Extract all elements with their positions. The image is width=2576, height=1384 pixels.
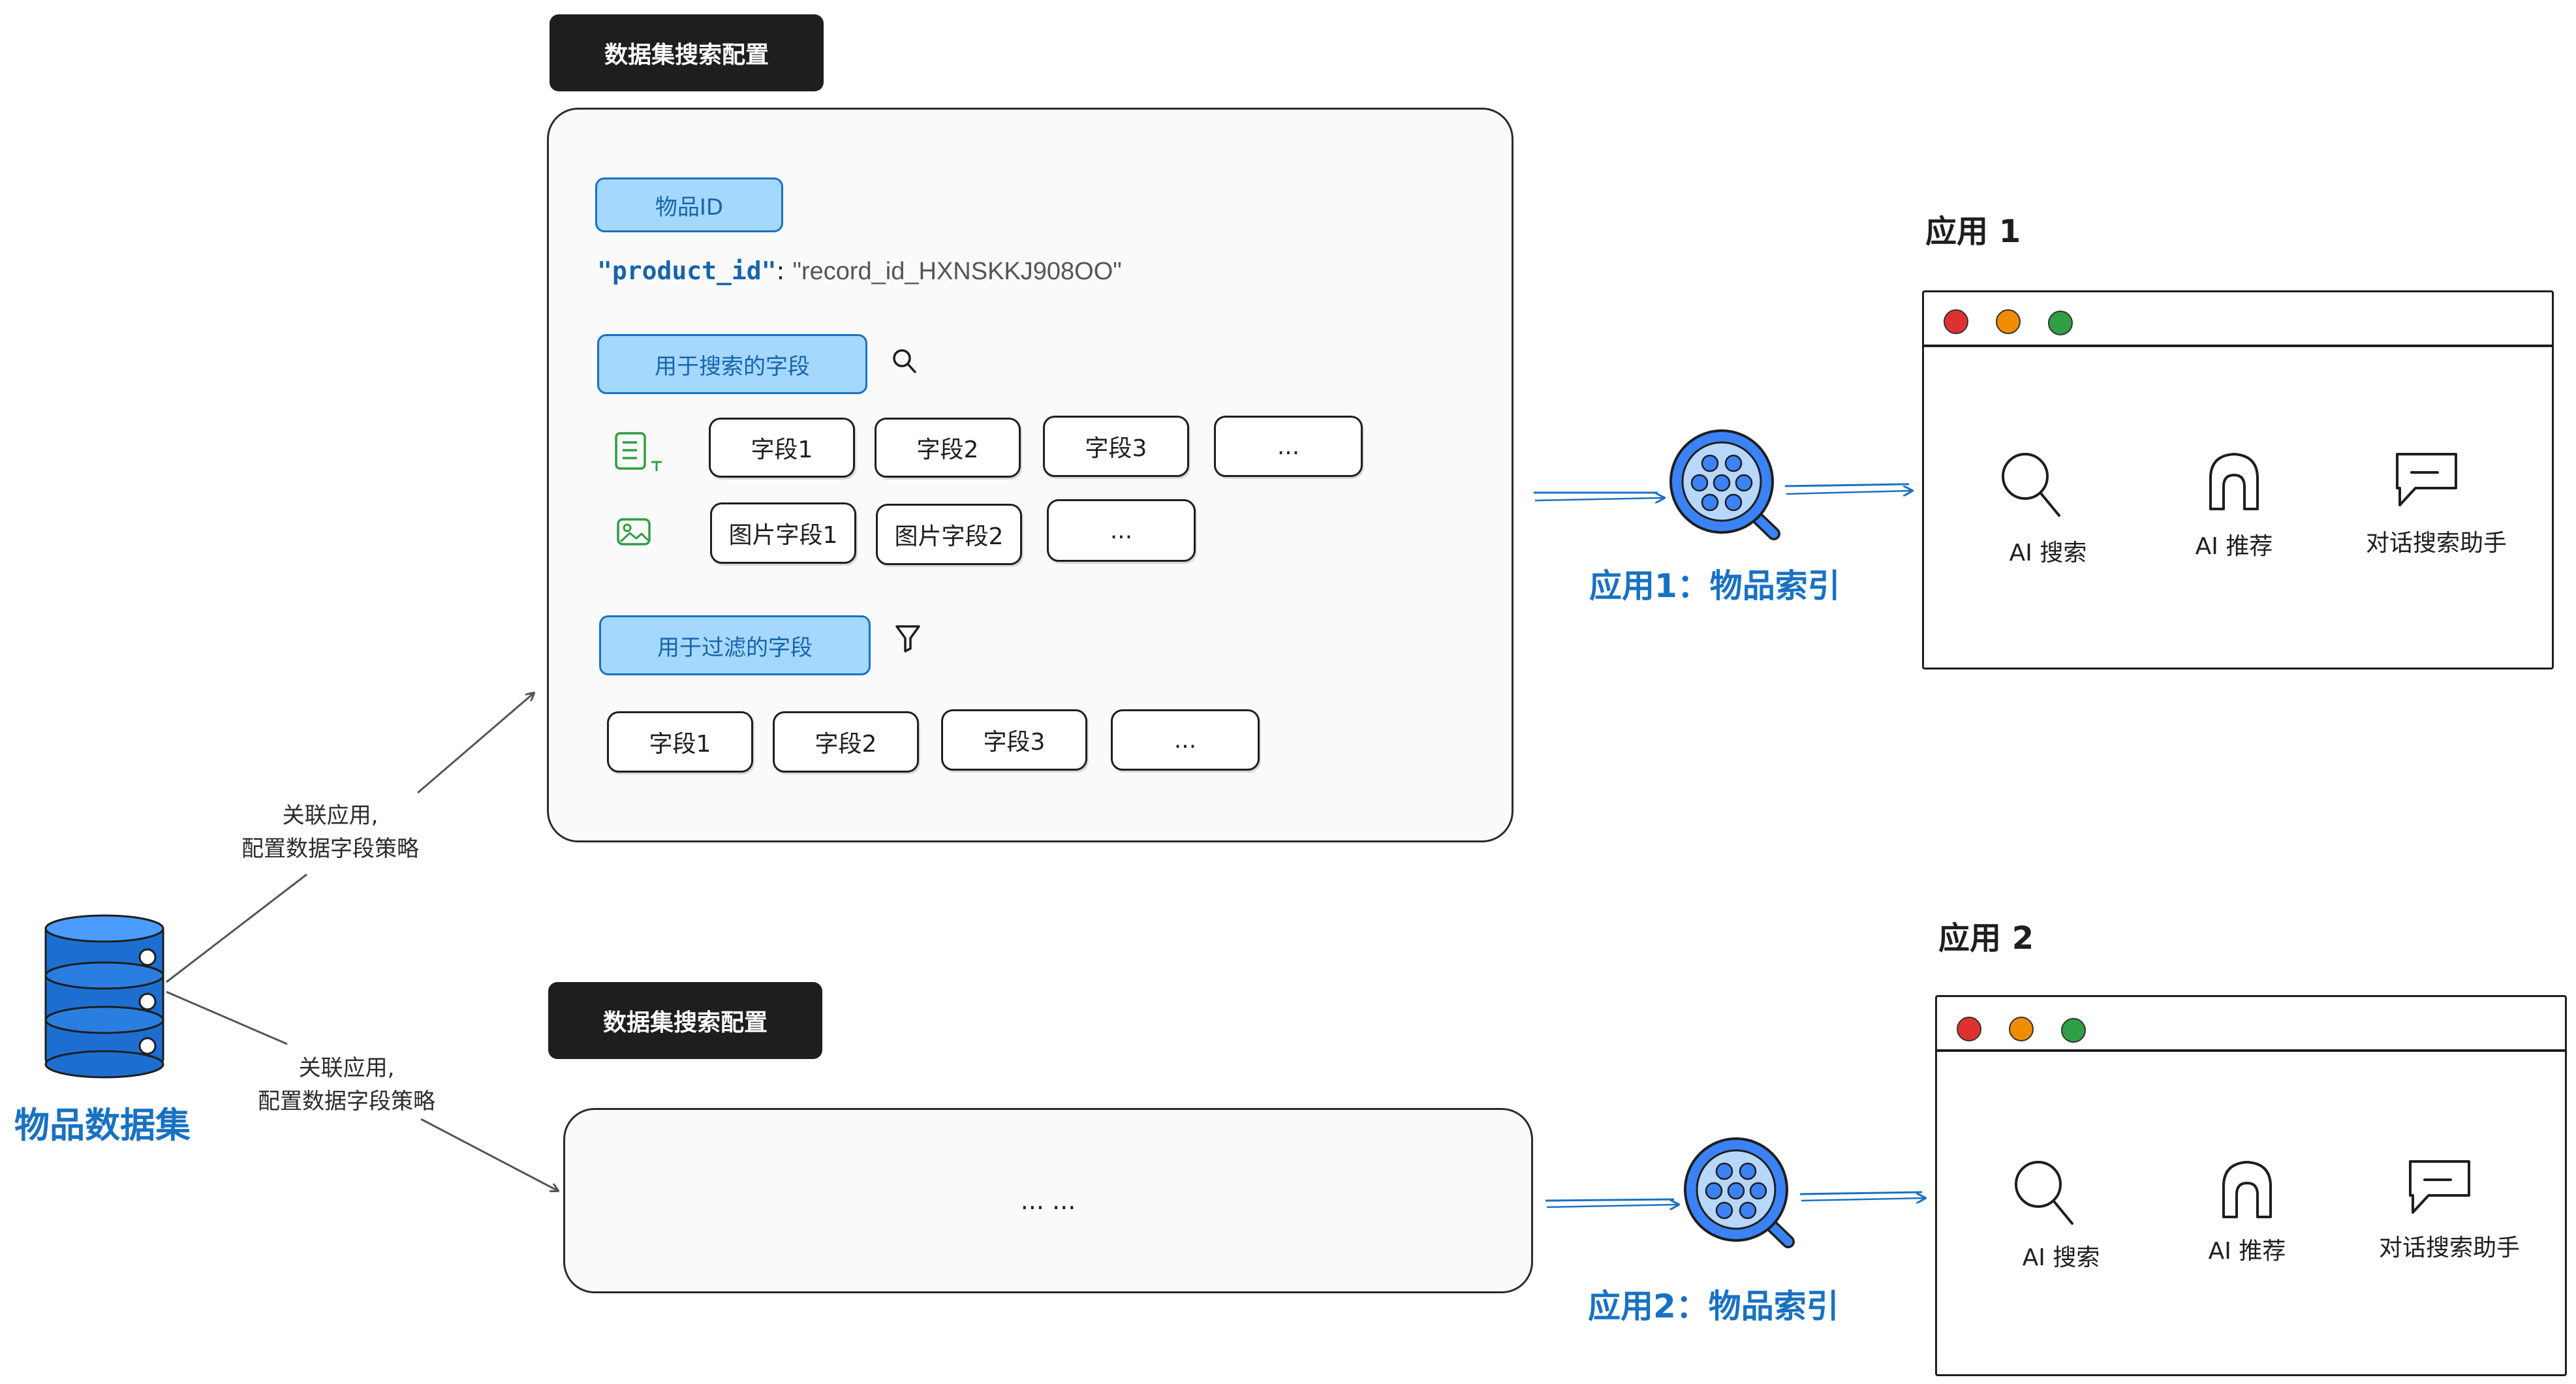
index2-label: 应用2：物品索引	[1588, 1287, 1839, 1325]
text-field-3: 字段3	[1043, 416, 1189, 477]
edge-text-config2: 关联应用, 配置数据字段策略	[258, 1055, 435, 1115]
filter-field-1: 字段1	[607, 711, 753, 773]
app1-title: 应用 1	[1925, 213, 2021, 250]
arrow-dataset-to-config2	[166, 991, 558, 1191]
product-id-key: "product_id"	[597, 256, 777, 285]
search-icon	[2015, 1161, 2073, 1225]
arrow-index2-to-app2	[1799, 1191, 1925, 1201]
window-minimize-dot	[1996, 309, 2021, 334]
chat-icon	[2409, 1160, 2470, 1214]
arrow-index1-to-app1	[1784, 483, 1912, 494]
app1-window: AI 搜索 AI 推荐 对话搜索助手	[1922, 290, 2554, 669]
app2-feature-chat-label: 对话搜索助手	[2378, 1235, 2520, 1261]
app2-feature-search-label: AI 搜索	[2022, 1244, 2100, 1271]
window-minimize-dot	[2009, 1017, 2034, 1041]
config2-panel: ... ...	[563, 1108, 1533, 1293]
app1-titlebar	[1924, 292, 2552, 347]
config2-header: 数据集搜索配置	[548, 982, 822, 1059]
dataset-node	[39, 910, 170, 1080]
edge-label-config1: 关联应用, 配置数据字段策略	[241, 799, 419, 866]
edge-text-config1: 关联应用, 配置数据字段策略	[241, 803, 419, 862]
config2-placeholder: ... ...	[1020, 1186, 1076, 1215]
dataset-label: 物品数据集	[14, 1105, 191, 1146]
index-icon	[1669, 429, 1780, 540]
database-icon	[44, 914, 164, 1079]
filter-field-more: ...	[1111, 709, 1260, 771]
search-icon	[893, 349, 916, 373]
app1-feature-chat-label: 对话搜索助手	[2365, 530, 2507, 557]
filter-field-3: 字段3	[941, 709, 1087, 771]
window-close-dot	[1944, 309, 1968, 334]
search-fields-chip: 用于搜索的字段	[597, 334, 867, 394]
text-field-icon	[615, 432, 662, 471]
chat-icon	[2396, 453, 2457, 506]
filter-field-2: 字段2	[773, 711, 919, 773]
product-id-line: "product_id": "record_id_HXNSKKJ908OO"	[597, 256, 1122, 286]
text-field-1: 字段1	[709, 418, 855, 478]
app2-titlebar	[1937, 997, 2565, 1052]
image-field-1: 图片字段1	[710, 502, 856, 564]
image-field-more: ...	[1047, 499, 1196, 562]
item-id-chip: 物品ID	[595, 177, 783, 232]
recommend-icon	[2222, 1161, 2272, 1218]
image-field-2: 图片字段2	[876, 504, 1022, 565]
index1-label: 应用1：物品索引	[1589, 567, 1840, 605]
image-icon	[617, 518, 651, 546]
app2-feature-recommend-label: AI 推荐	[2208, 1238, 2286, 1265]
recommend-icon	[2209, 453, 2259, 510]
index-icon	[1684, 1137, 1795, 1248]
text-field-more: ...	[1214, 416, 1363, 477]
arrow-dataset-to-config1	[166, 693, 534, 983]
text-field-2: 字段2	[875, 418, 1021, 478]
filter-fields-chip: 用于过滤的字段	[599, 615, 871, 675]
app2-title: 应用 2	[1938, 920, 2034, 957]
edge-label-config2: 关联应用, 配置数据字段策略	[258, 1052, 435, 1118]
arrow-config2-to-index2	[1545, 1198, 1679, 1207]
search-icon	[2002, 453, 2060, 517]
filter-icon	[895, 625, 920, 653]
app2-window: AI 搜索 AI 推荐 对话搜索助手	[1935, 995, 2567, 1376]
product-id-value: "record_id_HXNSKKJ908OO"	[792, 258, 1122, 285]
arrow-config1-to-index1	[1534, 491, 1664, 500]
app1-feature-search-label: AI 搜索	[2009, 540, 2087, 566]
config1-header: 数据集搜索配置	[550, 14, 824, 91]
window-maximize-dot	[2048, 311, 2073, 335]
window-close-dot	[1957, 1017, 1981, 1041]
window-maximize-dot	[2061, 1018, 2086, 1043]
app1-feature-recommend-label: AI 推荐	[2195, 533, 2273, 560]
product-id-separator: :	[776, 256, 785, 285]
